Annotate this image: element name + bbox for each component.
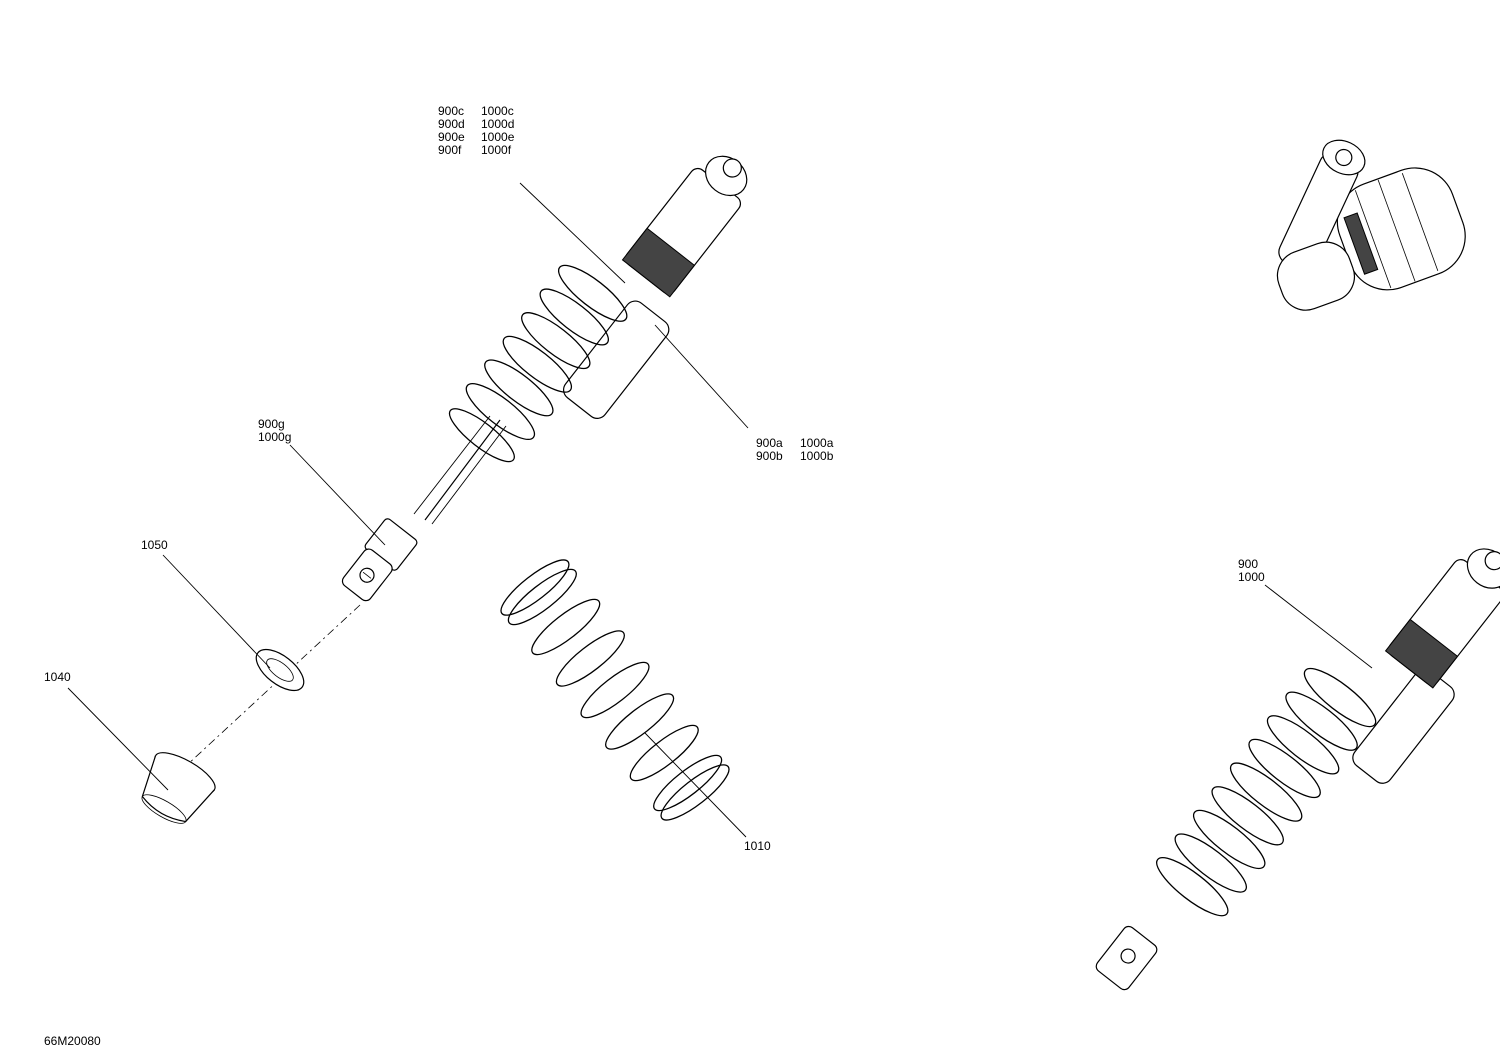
- callout-1000b: 1000b: [800, 449, 834, 463]
- part-1050-washer: [255, 648, 305, 692]
- callout-900g: 900g: [258, 417, 285, 431]
- callout-900c-group: 900c 900d 900e 900f 1000c 1000d 1000e 10…: [438, 104, 515, 157]
- callout-900a-group: 900a 900b 1000a 1000b: [756, 436, 834, 463]
- leader-line-900: [1264, 584, 1373, 669]
- figure-code: 66M20080: [44, 1034, 101, 1048]
- detail-view-upper-mount: [1276, 139, 1466, 311]
- callout-1000e: 1000e: [481, 130, 515, 144]
- part-1040-spring-seat: [141, 752, 216, 824]
- callout-1000d: 1000d: [481, 117, 514, 131]
- leader-line-900g: [289, 444, 386, 546]
- callout-1000: 1000: [1238, 570, 1265, 584]
- part-1010-coil-spring: [500, 559, 730, 821]
- callout-900a: 900a: [756, 436, 783, 450]
- callout-900d: 900d: [438, 117, 465, 131]
- callout-1000f: 1000f: [481, 143, 512, 157]
- callout-900g-group: 900g 1000g: [258, 417, 291, 444]
- callout-1040: 1040: [44, 670, 71, 684]
- assembled-shock-absorber: [1095, 548, 1500, 991]
- callout-1000a: 1000a: [800, 436, 834, 450]
- callout-900: 900: [1238, 557, 1258, 571]
- callout-900-group: 900 1000: [1238, 557, 1265, 584]
- main-shock-absorber: [159, 155, 748, 791]
- leader-line-900c: [519, 182, 626, 284]
- callout-900b: 900b: [756, 449, 783, 463]
- leader-line-1050: [162, 554, 271, 669]
- leader-line-1040: [67, 687, 169, 791]
- callout-900f: 900f: [438, 143, 462, 157]
- callout-900e: 900e: [438, 130, 465, 144]
- callout-1010: 1010: [744, 839, 771, 853]
- callout-1000g: 1000g: [258, 430, 291, 444]
- leader-line-1010: [644, 732, 747, 838]
- callout-1000c: 1000c: [481, 104, 514, 118]
- callout-900c: 900c: [438, 104, 464, 118]
- leader-line-900a: [654, 324, 749, 429]
- callout-1050: 1050: [141, 538, 168, 552]
